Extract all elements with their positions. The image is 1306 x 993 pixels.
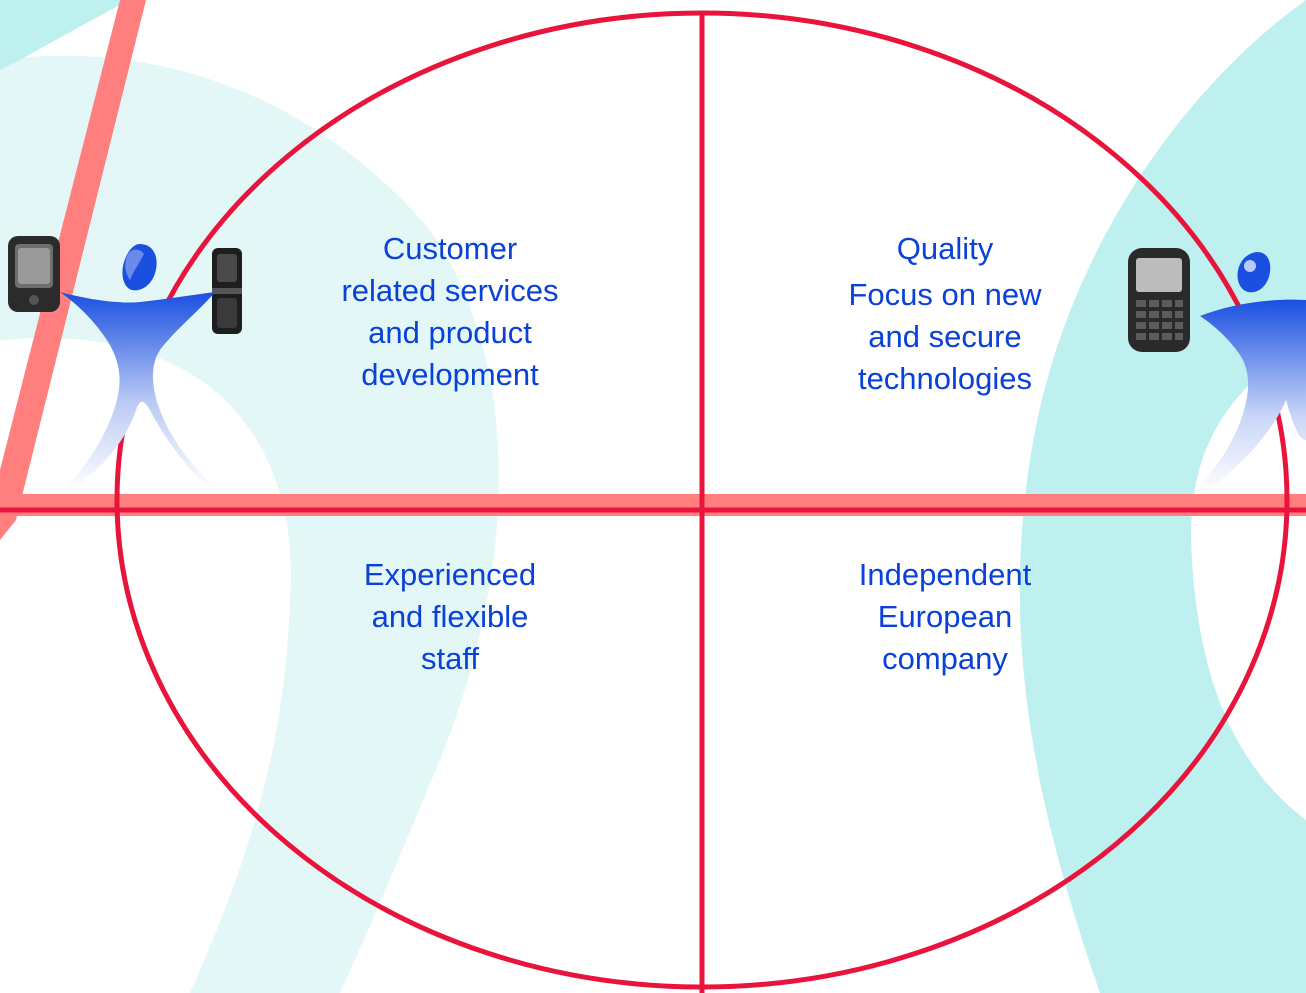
horizontal-band xyxy=(0,494,1306,516)
person-figure-icon xyxy=(1196,252,1306,494)
quadrant-bottom-right-text: Independent European company xyxy=(795,554,1095,680)
text-line: European xyxy=(877,599,1013,634)
person-figure-icon xyxy=(60,244,215,490)
text-line: Experienced xyxy=(363,557,537,592)
text-line: Customer xyxy=(382,231,518,266)
figure-head xyxy=(122,244,157,291)
mobile-phone-icon xyxy=(212,248,242,334)
text-line: and secure xyxy=(868,319,1022,354)
text-line: technologies xyxy=(857,361,1033,396)
quadrant-top-left-text: Customer related services and product de… xyxy=(300,228,600,396)
quadrant-top-right-text: Quality Focus on new and secure technolo… xyxy=(795,228,1095,400)
mobile-phone-icon xyxy=(1128,248,1190,352)
quadrant-title: Quality xyxy=(896,231,994,266)
text-line: related services xyxy=(341,273,559,308)
text-line: and flexible xyxy=(371,599,529,634)
text-line: development xyxy=(361,357,539,392)
text-line: Independent xyxy=(858,557,1032,592)
top-left-swirl-corner xyxy=(0,0,130,70)
quadrant-bottom-left-text: Experienced and flexible staff xyxy=(300,554,600,680)
text-line: Focus on new xyxy=(848,277,1042,312)
text-line: staff xyxy=(420,641,480,676)
mobile-phone-icon xyxy=(8,236,60,312)
figure-body xyxy=(1196,299,1306,494)
text-line: company xyxy=(882,641,1008,676)
figure-body xyxy=(60,292,215,490)
left-swirl xyxy=(0,55,499,993)
diagonal-bar xyxy=(0,0,146,540)
text-line: and product xyxy=(368,315,532,350)
